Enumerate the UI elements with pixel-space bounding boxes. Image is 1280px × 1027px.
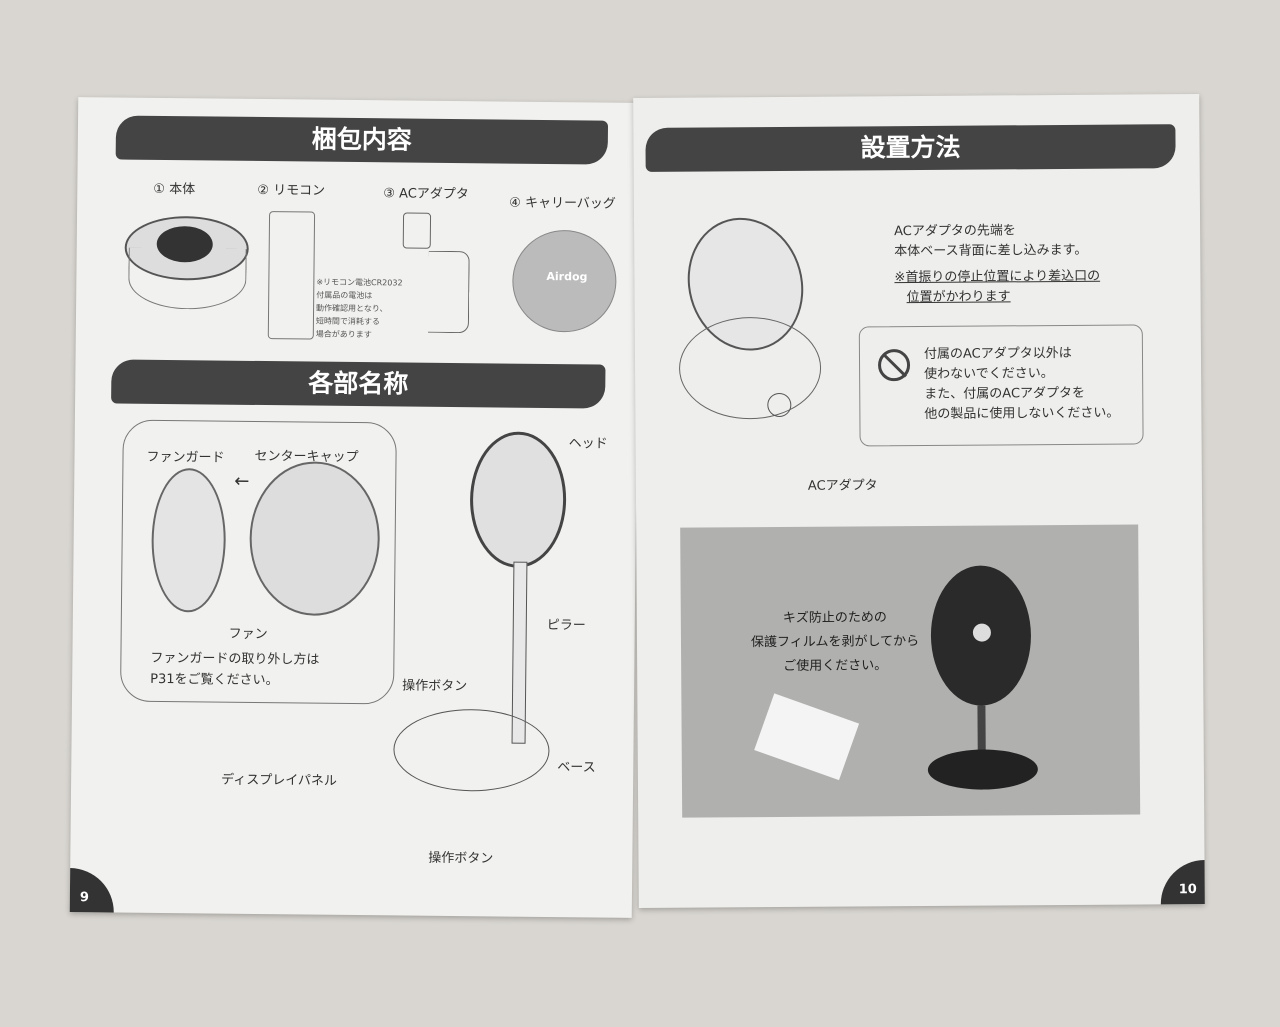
- install-note: ※首振りの停止位置により差込口の位置がかわります: [894, 268, 1101, 306]
- fan-photo-base: [927, 749, 1039, 790]
- page-number-badge: 10: [1160, 860, 1205, 905]
- label-fan-guard: ファンガード: [146, 449, 225, 466]
- label-button-bottom: 操作ボタン: [428, 850, 494, 867]
- item-carry-bag: ④ キャリーバッグ: [509, 195, 616, 212]
- arrow-left-icon: ←: [234, 470, 250, 492]
- center-cap-photo: [972, 623, 991, 642]
- label-pillar: ピラー: [546, 618, 586, 634]
- install-title: 設置方法: [645, 124, 1176, 172]
- remote-image: [267, 211, 316, 340]
- item-ac-adapter: ③ ACアダプタ: [383, 186, 469, 203]
- label-head: ヘッド: [568, 436, 608, 452]
- prohibited-icon: [877, 349, 911, 382]
- install-instruction: ACアダプタの先端を本体ベース背面に差し込みます。: [894, 223, 1088, 260]
- port-callout: [767, 392, 792, 418]
- warning-box: 付属のACアダプタ以外は使わないでください。また、付属のACアダプタを他の製品に…: [858, 324, 1144, 447]
- label-display: ディスプレイパネル: [221, 772, 338, 789]
- page-number: 10: [1178, 882, 1197, 898]
- photo-caption: キズ防止のための保護フィルムを剥がしてからご使用ください。: [750, 610, 920, 674]
- page-number: 9: [79, 890, 90, 906]
- label-base: ベース: [557, 760, 596, 776]
- left-page: 梱包内容 ① 本体 ② リモコン ③ ACアダプタ ④ キャリーバッグ ※リモコ…: [69, 97, 641, 918]
- contents-title: 梱包内容: [115, 115, 609, 165]
- fan-base-image: [678, 316, 822, 420]
- fan-head-image: [469, 431, 567, 569]
- fan-body-image: [128, 247, 247, 310]
- right-page: 設置方法 ACアダプタ ACアダプタの先端を本体ベース背面に差し込みます。 ※首…: [633, 94, 1205, 908]
- base-image: [393, 708, 550, 793]
- page-number-badge: 9: [69, 868, 115, 913]
- warning-text: 付属のACアダプタ以外は使わないでください。また、付属のACアダプタを他の製品に…: [923, 345, 1120, 422]
- product-photo: キズ防止のための保護フィルムを剥がしてからご使用ください。: [680, 524, 1141, 818]
- parts-title: 各部名称: [111, 359, 606, 409]
- adapter-cable-image: [427, 250, 470, 334]
- bag-logo: Airdog: [546, 269, 588, 284]
- item-main-unit: ① 本体: [153, 181, 196, 198]
- adapter-image: [402, 212, 432, 249]
- film-illustration: [754, 693, 860, 781]
- label-fan: ファン: [228, 626, 268, 643]
- label-button-top: 操作ボタン: [402, 678, 468, 695]
- label-center-cap: センターキャップ: [254, 448, 359, 466]
- adapter-label: ACアダプタ: [807, 478, 878, 494]
- item-remote: ② リモコン: [257, 182, 326, 199]
